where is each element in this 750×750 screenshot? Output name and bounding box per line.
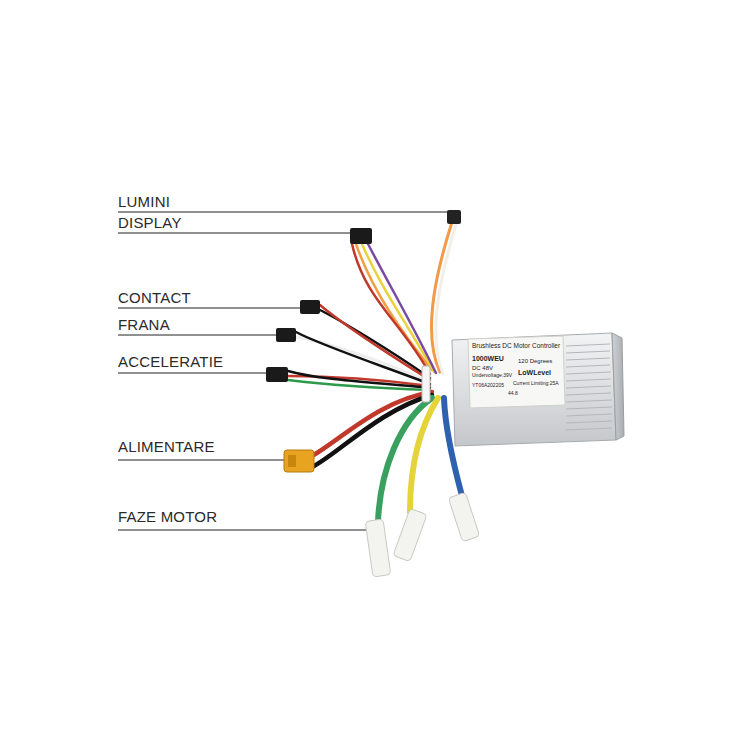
sticker-text: Undervoltage:39V [472,373,512,379]
part-label: LUMINI [118,193,170,210]
sticker-text: DC 48V [472,365,493,372]
leader-lines [118,212,448,530]
part-label: FAZE MOTOR [118,508,217,525]
controller-housing [452,333,624,446]
sticker-text: LoWLevel [518,369,551,377]
wire-connectors [266,210,480,577]
zip-tie [422,366,430,402]
part-label: ALIMENTARE [118,438,215,455]
controller-label: Brushless DC Motor Controller 1000WEU DC 4… [455,333,615,443]
part-label: DISPLAY [118,214,182,231]
sticker-text: 120 Degrees [518,358,552,365]
sticker-text: Brushless DC Motor Controller [472,342,560,349]
wire-bundle [288,222,462,522]
part-label: ACCELERATIE [118,353,223,370]
sticker-text: 44.8 [508,391,518,397]
part-label: CONTACT [118,289,191,306]
sticker-text: 1000WEU [472,355,504,363]
sticker-text: Current Limiting:25A [513,381,559,387]
sticker-text: YT06A202205 [472,383,504,389]
part-label: FRANA [118,316,170,333]
